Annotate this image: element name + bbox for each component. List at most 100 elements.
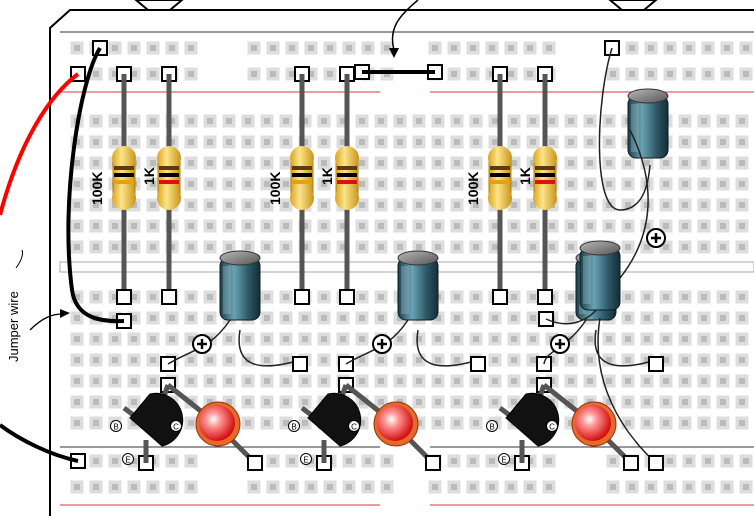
hole-center — [454, 160, 460, 166]
hole-center — [346, 45, 352, 51]
hole-center — [454, 244, 460, 250]
hole-center — [530, 244, 536, 250]
hole-center — [321, 357, 327, 363]
hole-center — [489, 458, 495, 464]
hole-center — [720, 181, 726, 187]
hole-center — [283, 336, 289, 342]
hole-center — [720, 202, 726, 208]
hole-center — [663, 399, 669, 405]
hole-center — [283, 294, 289, 300]
hole-center — [568, 202, 574, 208]
hole-center — [435, 118, 441, 124]
hole-center — [416, 118, 422, 124]
hole-center — [188, 45, 194, 51]
hole-center — [625, 399, 631, 405]
hole-center — [131, 484, 137, 490]
hole-center — [416, 357, 422, 363]
polarity-plus-icon — [647, 229, 665, 247]
hole-center — [245, 139, 251, 145]
hole-center — [454, 118, 460, 124]
hole-center — [226, 357, 232, 363]
hole-center — [701, 399, 707, 405]
hole-center — [530, 294, 536, 300]
hole-center — [416, 202, 422, 208]
hole-center — [435, 202, 441, 208]
hole-center — [549, 244, 555, 250]
hole-center — [682, 223, 688, 229]
hole-center — [451, 484, 457, 490]
hole-center — [530, 315, 536, 321]
resistor-band — [337, 180, 357, 184]
hole-center — [150, 378, 156, 384]
resistor-100k — [290, 146, 314, 210]
hole-center — [264, 357, 270, 363]
hole-center — [530, 139, 536, 145]
resistor-band — [490, 166, 510, 170]
hole-center — [667, 458, 673, 464]
hole-center — [283, 223, 289, 229]
hole-center — [587, 223, 593, 229]
hole-center — [435, 399, 441, 405]
hole-center — [321, 336, 327, 342]
hole-center — [150, 71, 156, 77]
resistor-100k-label: 100K — [267, 172, 283, 205]
hole-center — [251, 484, 257, 490]
transistor-pin-label: E — [501, 456, 506, 465]
hole-center — [188, 244, 194, 250]
hole-center — [131, 118, 137, 124]
hole-center — [454, 315, 460, 321]
jumper-label-arrow — [30, 314, 62, 330]
hole-center — [527, 71, 533, 77]
polarity-plus-icon — [193, 335, 211, 353]
hole-center — [74, 45, 80, 51]
hole-center — [207, 223, 213, 229]
resistor-band — [337, 166, 357, 170]
hole-center — [93, 336, 99, 342]
hole-center — [720, 357, 726, 363]
hole-center — [739, 202, 745, 208]
hole-center — [492, 336, 498, 342]
hole-center — [701, 420, 707, 426]
resistor-100k-label: 100K — [89, 172, 105, 205]
hole-center — [743, 484, 749, 490]
hole-center — [207, 139, 213, 145]
hole-center — [682, 202, 688, 208]
connection-hole — [649, 456, 663, 470]
hole-center — [283, 357, 289, 363]
connection-hole — [295, 290, 309, 304]
hole-center — [739, 139, 745, 145]
board-notch-left — [136, 0, 182, 10]
hole-center — [739, 378, 745, 384]
hole-center — [625, 202, 631, 208]
hole-center — [283, 244, 289, 250]
hole-center — [283, 378, 289, 384]
hole-center — [568, 223, 574, 229]
hole-center — [667, 71, 673, 77]
annotation-arrow-top — [392, 0, 418, 50]
hole-center — [93, 118, 99, 124]
resistor-band — [535, 166, 555, 170]
hole-center — [663, 294, 669, 300]
hole-center — [701, 223, 707, 229]
connection-hole — [493, 290, 507, 304]
hole-center — [169, 458, 175, 464]
resistor-band — [114, 173, 134, 177]
hole-center — [93, 223, 99, 229]
hole-center — [435, 160, 441, 166]
hole-center — [188, 357, 194, 363]
hole-center — [720, 315, 726, 321]
hole-center — [549, 139, 555, 145]
hole-center — [667, 45, 673, 51]
polarity-plus-icon — [373, 335, 391, 353]
hole-center — [264, 420, 270, 426]
hole-center — [245, 181, 251, 187]
hole-center — [743, 71, 749, 77]
hole-center — [625, 378, 631, 384]
hole-center — [606, 139, 612, 145]
hole-center — [150, 160, 156, 166]
hole-center — [546, 458, 552, 464]
hole-center — [644, 315, 650, 321]
resistor-1k — [157, 146, 181, 210]
hole-center — [568, 244, 574, 250]
hole-center — [473, 399, 479, 405]
